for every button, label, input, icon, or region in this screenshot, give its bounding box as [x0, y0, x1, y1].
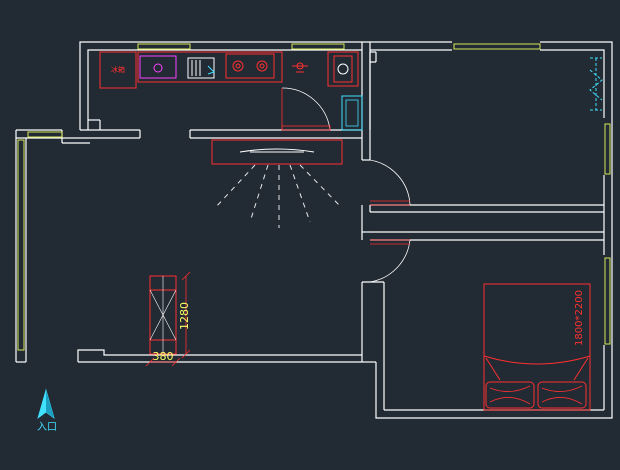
gas-stove[interactable] [225, 53, 275, 79]
window-bedroom-side-2 [604, 257, 611, 345]
bed[interactable] [483, 283, 591, 411]
window-bedroom-side-1 [604, 123, 611, 175]
light-rays [214, 164, 343, 228]
dish-rack[interactable] [187, 57, 215, 79]
windows [17, 43, 611, 351]
window-kitchen-1 [137, 43, 191, 50]
sink[interactable] [139, 55, 177, 79]
dimension-lines [145, 271, 191, 367]
window-kitchen-2 [291, 43, 345, 50]
window-living-north [27, 131, 63, 138]
toilet[interactable] [327, 51, 359, 87]
wardrobe-width-label: 380 [153, 350, 174, 363]
living-cabinet[interactable] [149, 275, 177, 355]
wardrobe-bedroom-1[interactable] [589, 57, 603, 111]
kitchen-counter: 冰箱 [99, 51, 283, 89]
north-arrow-icon [37, 388, 55, 420]
shower-basin[interactable] [341, 95, 363, 131]
ceiling-light[interactable] [211, 139, 343, 165]
bedroom-2-door[interactable] [369, 239, 411, 283]
bathroom-door[interactable] [281, 87, 331, 131]
wardrobe-height-label: 1280 [178, 302, 191, 330]
bed-size-label: 1800*2200 [574, 290, 585, 346]
window-living-west [17, 139, 25, 351]
entrance-label: 入口 [37, 422, 57, 433]
walls [15, 41, 613, 419]
fridge[interactable] [99, 51, 137, 89]
window-bedroom-1 [453, 43, 541, 50]
bedroom-1-door[interactable] [369, 159, 411, 206]
water-heater[interactable] [292, 62, 308, 73]
fridge-label: 冰箱 [111, 65, 125, 74]
